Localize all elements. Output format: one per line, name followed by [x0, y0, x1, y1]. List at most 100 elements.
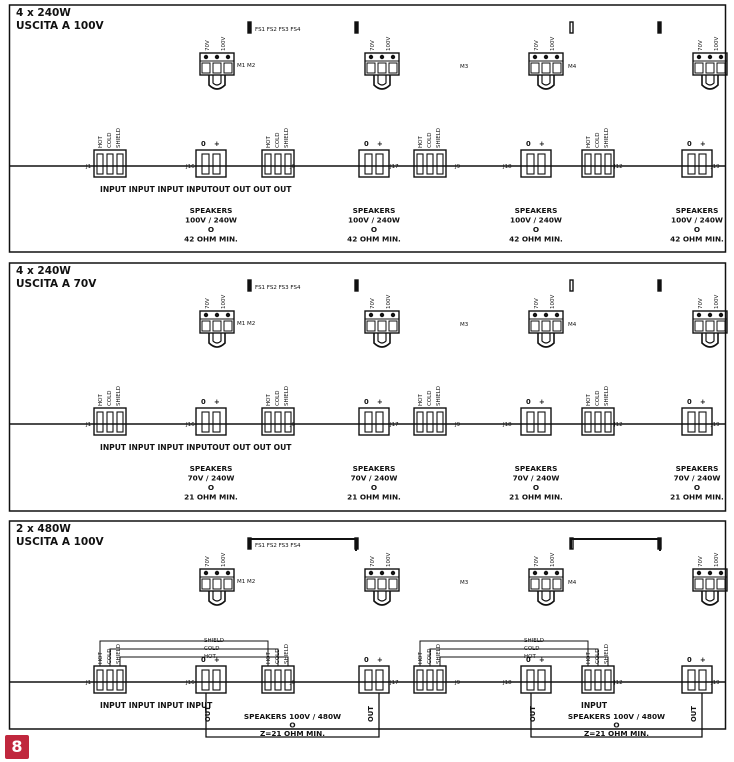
terminal-screw: [532, 54, 538, 60]
module-body: [364, 568, 400, 592]
jack-label-j9: J9: [454, 680, 461, 686]
jack-label-j17: J17: [389, 422, 399, 428]
pin-label: SHIELD: [436, 644, 442, 664]
panel-title-power: 2 x 480W: [16, 523, 71, 535]
terminal-screw: [696, 312, 702, 318]
fuse-indicator: [354, 21, 359, 34]
pin-label: SHIELD: [116, 128, 122, 148]
fuse-label: FS1 FS2 FS3 FS4: [255, 27, 301, 33]
speaker-spec-2: O: [694, 483, 700, 492]
jack-label-j17: J17: [389, 164, 399, 170]
terminal-slot: [530, 62, 540, 74]
connector-body: [681, 149, 713, 178]
module-label-m3: M3: [460, 64, 469, 70]
terminal-screw: [554, 312, 560, 318]
speaker-spec-1: 100V / 240W: [185, 216, 237, 225]
terminal-screw: [368, 312, 374, 318]
terminal-slot: [541, 320, 551, 332]
jack-label-j16: J16: [185, 164, 195, 170]
fuse-indicator: [354, 279, 359, 292]
tap-label-100v: 100V: [221, 37, 227, 51]
connector-pin: [264, 669, 272, 691]
tap-label-70v: 70V: [534, 298, 540, 309]
connector-pin: [584, 411, 592, 433]
connector-body: [195, 149, 227, 178]
connector-pin: [212, 411, 221, 433]
connector-pin: [212, 669, 221, 691]
pole-label-0: 0: [526, 656, 531, 664]
pole-label-plus: +: [377, 656, 383, 664]
connector-pin: [594, 153, 602, 175]
terminal-slot: [212, 578, 222, 590]
tap-label-70v: 70V: [370, 556, 376, 567]
terminal-screw: [214, 54, 220, 60]
pole-label-plus: +: [700, 140, 706, 148]
terminal-screw: [543, 54, 549, 60]
connector-pin: [106, 669, 114, 691]
connector-pin: [604, 153, 612, 175]
terminal-slot: [716, 320, 726, 332]
tap-label-70v: 70V: [698, 556, 704, 567]
pole-label-plus: +: [539, 140, 545, 148]
connector-body: [358, 149, 390, 178]
pin-label: COLD: [595, 391, 601, 406]
connector-body: [93, 407, 127, 436]
bridge-wire-label-0: SHIELD: [524, 638, 544, 644]
bridge-wire-label-2: HOT: [524, 654, 536, 660]
connector-body: [581, 149, 615, 178]
io-labels: INPUT INPUT INPUT INPUTOUT OUT OUT OUT: [100, 443, 292, 452]
jack-label-j18: J18: [502, 164, 512, 170]
terminal-screw: [390, 54, 396, 60]
pole-label-0: 0: [364, 140, 369, 148]
connector-pin: [537, 153, 546, 175]
speaker-spec-1: 70V / 240W: [188, 474, 235, 483]
module-body: [692, 310, 728, 334]
terminal-screw: [543, 570, 549, 576]
module-body: [692, 52, 728, 76]
terminal-slot: [705, 578, 715, 590]
pin-label: COLD: [107, 133, 113, 148]
bridge-wire-label-0: SHIELD: [204, 638, 224, 644]
connector-pin: [96, 669, 104, 691]
module-label-m3: M3: [460, 580, 469, 586]
panel-title-output: USCITA A 100V: [16, 536, 105, 548]
speaker-spec-0: SPEAKERS: [190, 464, 233, 473]
terminal-slot: [552, 62, 562, 74]
jumper-loop-inner: [541, 75, 551, 86]
tap-label-70v: 70V: [205, 40, 211, 51]
pin-label: HOT: [98, 136, 104, 148]
pin-label: HOT: [418, 652, 424, 664]
jumper-loop: [701, 333, 719, 348]
connector-pin: [106, 411, 114, 433]
speaker-spec-2: O: [208, 225, 214, 234]
jack-label-j19: J19: [710, 680, 720, 686]
terminal-slot: [366, 62, 376, 74]
jack-label-j9: J9: [454, 164, 461, 170]
tap-label-70v: 70V: [534, 556, 540, 567]
module-body: [528, 568, 564, 592]
speaker-connector: 0+: [195, 398, 227, 436]
module-body: [528, 52, 564, 76]
tap-label-100v: 100V: [221, 295, 227, 309]
terminal-slot: [388, 578, 398, 590]
pin-label: SHIELD: [436, 128, 442, 148]
jumper-loop: [373, 333, 391, 348]
jack-label-j1: J1: [85, 164, 91, 170]
terminal-screw: [696, 54, 702, 60]
pin-label: HOT: [586, 136, 592, 148]
jumper-loop-inner: [212, 591, 222, 602]
terminal-screw: [390, 312, 396, 318]
speaker-spec-0: SPEAKERS: [676, 206, 719, 215]
tap-label-70v: 70V: [698, 298, 704, 309]
terminal-slot: [716, 578, 726, 590]
terminal-screw: [203, 54, 209, 60]
jumper-loop: [537, 333, 555, 348]
jumper-loop-inner: [377, 591, 387, 602]
tap-label-100v: 100V: [714, 295, 720, 309]
jumper-loop: [208, 591, 226, 606]
